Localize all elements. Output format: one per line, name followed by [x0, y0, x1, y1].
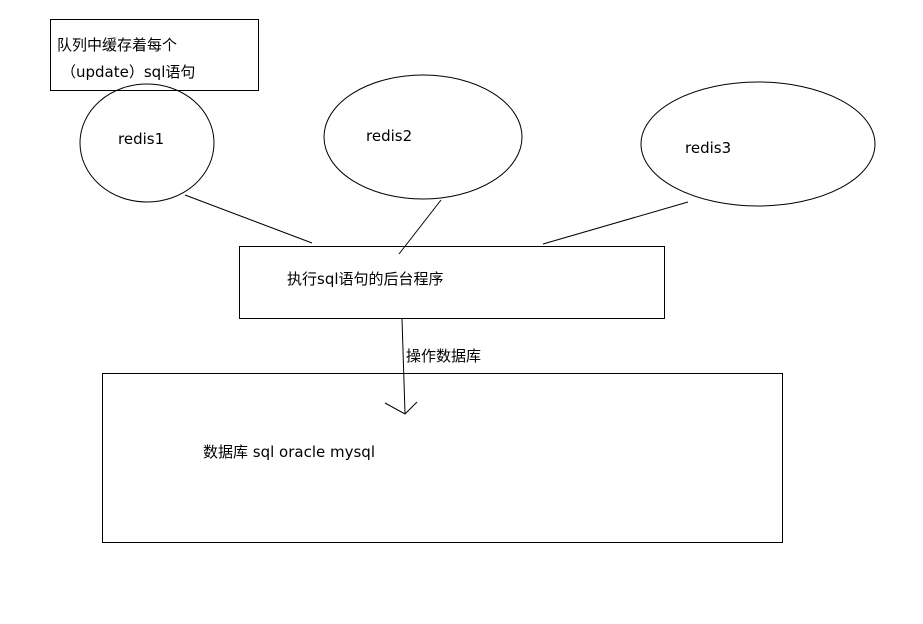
arrow-head	[384, 401, 418, 415]
note-line-2: （update）sql语句	[61, 63, 196, 81]
executor-box	[239, 246, 665, 319]
redis2-label: redis2	[366, 127, 413, 145]
redis3-node	[640, 81, 876, 207]
redis3-label: redis3	[685, 139, 732, 157]
database-box	[102, 373, 783, 543]
redis2-node	[323, 74, 523, 200]
database-label: 数据库 sql oracle mysql	[203, 443, 375, 461]
connector-redis3-executor	[542, 201, 689, 245]
connector-redis2-executor	[398, 199, 442, 255]
redis1-node	[79, 83, 215, 203]
redis1-label: redis1	[118, 130, 165, 148]
note-line-1: 队列中缓存着每个	[57, 36, 178, 54]
connector-redis1-executor	[184, 194, 313, 244]
executor-label: 执行sql语句的后台程序	[287, 270, 444, 288]
arrow-shaft	[401, 318, 406, 414]
edge-label-operate-database: 操作数据库	[406, 347, 482, 365]
note-box	[50, 19, 259, 91]
